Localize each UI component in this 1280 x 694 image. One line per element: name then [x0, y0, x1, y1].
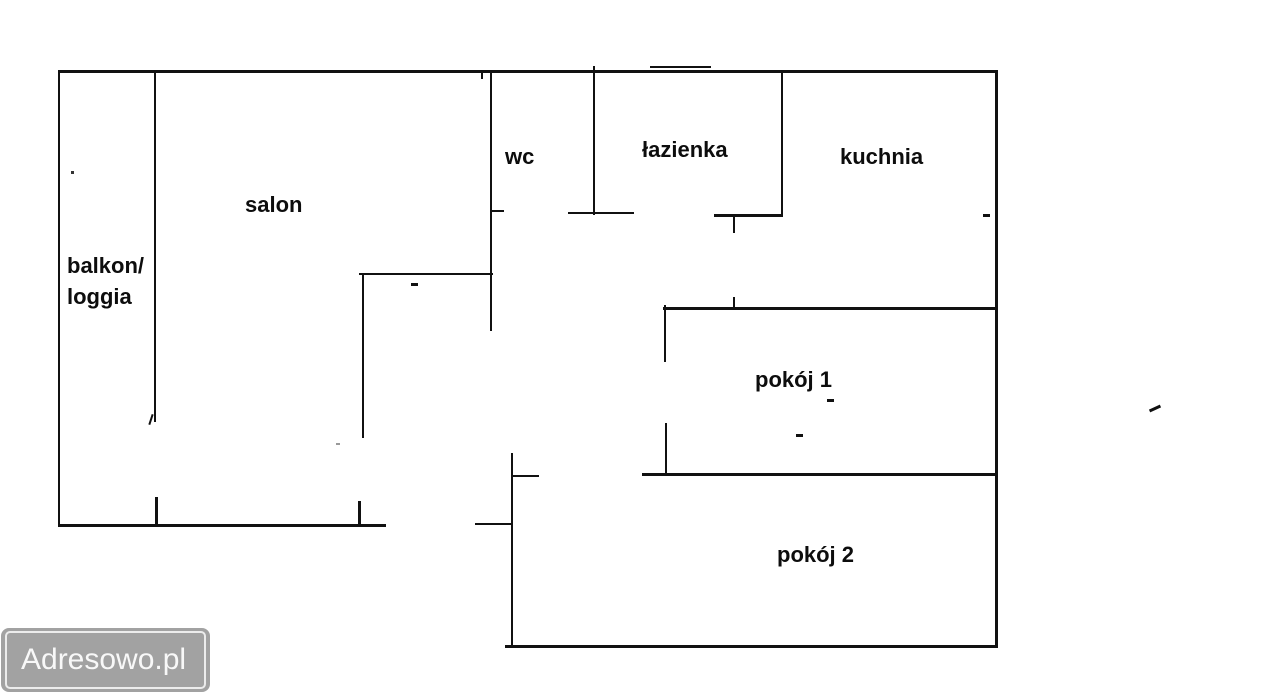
wall-salon-bottom: [58, 524, 386, 527]
adresowo-watermark: Adresowo.pl: [1, 628, 210, 692]
watermark-text: Adresowo.pl: [21, 643, 187, 676]
wall-pokoj1-top: [663, 307, 996, 310]
mark-salon-jog-dash: [411, 283, 418, 286]
room-label-pokoj-2: pokój 2: [777, 542, 855, 567]
watermark-inner-border: Adresowo.pl: [5, 631, 206, 689]
room-label-pokoj-1: pokój 1: [755, 367, 833, 392]
mark-faint-dot: [336, 443, 340, 445]
wall-pokoj1-left-upper: [664, 305, 666, 362]
wall-lazienka-door-tick: [733, 214, 735, 233]
mark-divider-hook: [148, 413, 154, 426]
mark-balkon-dot: [71, 171, 74, 174]
wall-corridor-vertical: [511, 453, 513, 647]
room-label-lazienka: łazienka: [642, 137, 728, 162]
wall-salon-jog-horizontal: [359, 273, 493, 275]
wall-wc-left-door-tick: [490, 210, 504, 212]
wall-outer-right: [995, 70, 998, 648]
mark-right-diagonal-tick: [1148, 404, 1162, 413]
room-label-kuchnia: kuchnia: [840, 144, 924, 169]
wall-outer-top: [58, 70, 998, 73]
wall-pokoj2-bottom: [505, 645, 998, 648]
mark-kuchnia-dash: [983, 214, 990, 217]
mark-wc-top-tick: [481, 72, 483, 79]
mark-pokoj1-dash-upper: [827, 399, 834, 402]
wall-corridor-tick: [511, 475, 539, 477]
wall-wc-right: [593, 66, 595, 215]
wall-lazienka-right: [781, 70, 783, 216]
room-label-wc: wc: [505, 144, 535, 169]
wall-lazienka-bottom: [714, 214, 783, 217]
wall-bottom-tick-a: [155, 497, 158, 527]
mark-pokoj1-dash-lower: [796, 434, 803, 437]
wall-pokoj1-top-tick: [733, 297, 735, 307]
wall-balkon-divider: [154, 70, 156, 422]
wall-wc-bottom-segment: [568, 212, 634, 214]
wall-corridor-segment: [475, 523, 512, 525]
wall-bottom-tick-b: [358, 501, 361, 527]
wall-pokoj1-left-lower: [665, 423, 667, 476]
wall-outer-left: [58, 70, 60, 527]
wall-wc-left: [490, 71, 492, 331]
wall-top-double-segment: [650, 66, 711, 68]
wall-pokoj2-top: [642, 473, 996, 476]
wall-salon-jog-vertical: [362, 275, 364, 438]
room-label-salon: salon: [245, 192, 303, 217]
room-label-balkon: balkon/ loggia: [67, 253, 145, 309]
